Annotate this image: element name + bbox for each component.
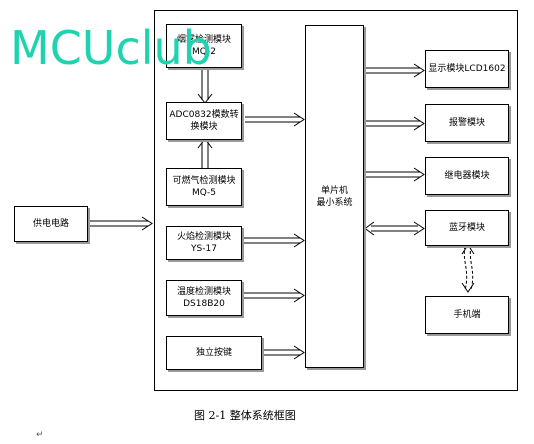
arrow-adc-to-mcu (245, 112, 305, 127)
block-adc-line1: ADC0832模数转 (169, 110, 239, 120)
block-smoke-line2: MQ-2 (191, 47, 217, 57)
block-lcd-display: 显示模块LCD1602 (425, 50, 509, 88)
mcuclub-watermark: MCUclub (10, 21, 212, 75)
paragraph-mark: ↵ (36, 430, 44, 440)
arrow-mcu-to-alarm (365, 116, 425, 131)
arrow-gas-to-adc (197, 138, 213, 168)
block-relay-label: 继电器模块 (444, 171, 490, 181)
block-flame-line1: 火焰检测模块 (176, 232, 231, 242)
arrow-power-to-system (89, 216, 153, 231)
block-smoke-line1: 烟雾检测模块 (176, 35, 231, 45)
block-power-supply: 供电电路 (14, 206, 88, 242)
block-bt-label: 蓝牙模块 (448, 223, 485, 233)
block-bluetooth: 蓝牙模块 (425, 210, 509, 246)
block-gas-line2: MQ-5 (191, 188, 217, 198)
block-relay: 继电器模块 (425, 157, 509, 195)
arrow-flame-to-mcu (243, 233, 305, 248)
block-lcd-label: 显示模块LCD1602 (428, 64, 506, 74)
block-phone: 手机端 (425, 296, 509, 334)
arrow-key-to-mcu (263, 345, 305, 360)
arrow-mcu-bt-bidirectional (364, 221, 425, 236)
block-mcu-line2: 最小系统 (316, 197, 353, 208)
block-phone-label: 手机端 (453, 310, 481, 320)
arrow-mcu-to-relay (365, 167, 425, 182)
block-alarm-label: 报警模块 (448, 118, 485, 128)
block-temp-sensor: 温度检测模块 DS18B20 (166, 280, 242, 316)
system-frame (154, 10, 518, 391)
block-alarm: 报警模块 (425, 104, 509, 142)
block-adc: ADC0832模数转 换模块 (166, 102, 242, 140)
block-gas-sensor: 可燃气检测模块 MQ-5 (166, 168, 242, 206)
block-key-label: 独立按键 (195, 348, 232, 358)
block-power-label: 供电电路 (32, 219, 69, 229)
block-mcu-line1: 单片机 (320, 185, 348, 196)
block-adc-line2: 换模块 (190, 122, 218, 132)
block-independent-key: 独立按键 (166, 336, 262, 370)
block-temp-line2: DS18B20 (183, 299, 225, 309)
arrow-bt-phone-wireless (461, 244, 475, 293)
block-temp-line1: 温度检测模块 (176, 287, 231, 297)
figure-caption: 图 2-1 整体系统框图 (194, 409, 296, 422)
block-mcu-minimum-system: 单片机 最小系统 (305, 25, 364, 368)
block-flame-line2: YS-17 (191, 244, 217, 254)
block-flame-sensor: 火焰检测模块 YS-17 (166, 226, 242, 260)
arrow-temp-to-mcu (243, 288, 305, 303)
arrow-mcu-to-lcd (365, 63, 425, 78)
block-gas-line1: 可燃气检测模块 (172, 176, 236, 186)
block-smoke-sensor: 烟雾检测模块 MQ-2 (166, 24, 242, 68)
